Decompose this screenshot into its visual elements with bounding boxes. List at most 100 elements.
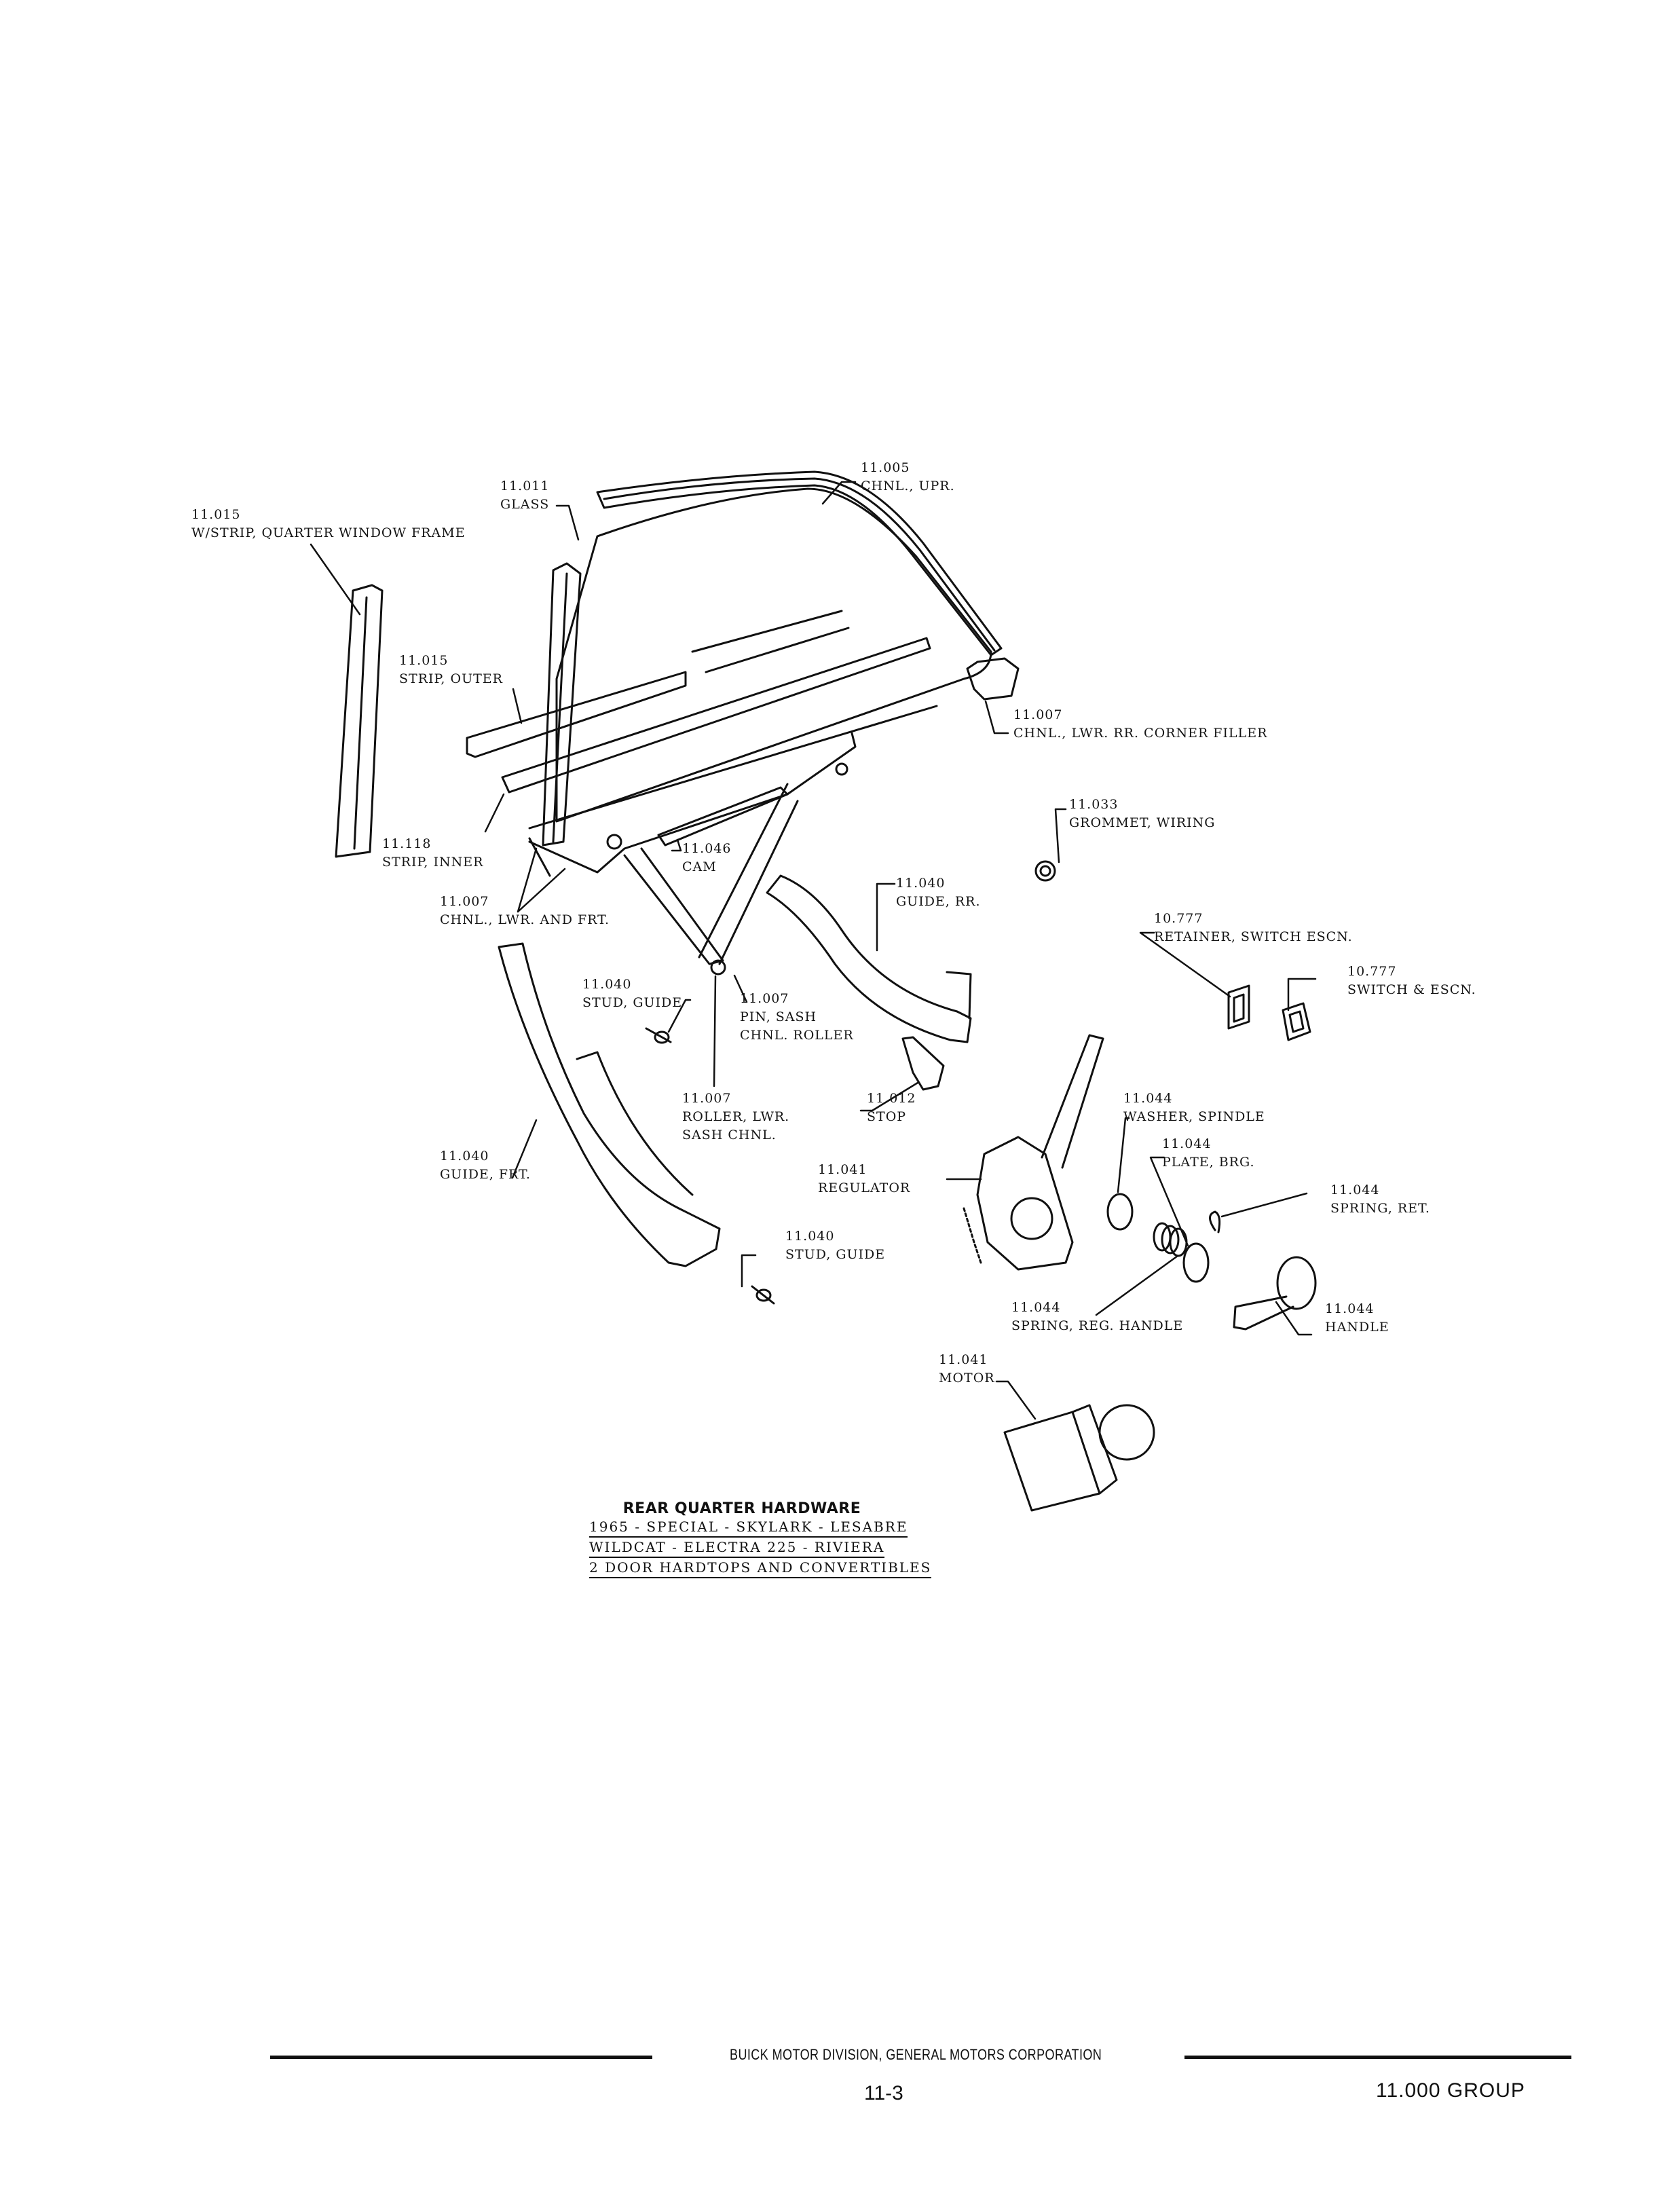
callout-regulator: 11.041 REGULATOR [818, 1161, 910, 1197]
upper-channel-part [596, 470, 1003, 656]
part-name: SPRING, RET. [1330, 1201, 1430, 1216]
part-name: SWITCH & ESCN. [1347, 982, 1476, 997]
part-number: 10.777 [1154, 911, 1203, 926]
part-number: 11.044 [1162, 1136, 1212, 1151]
callout-pin-sash-channel-roller: 11.007 PIN, SASH CHNL. ROLLER [740, 990, 854, 1045]
part-name: W/STRIP, QUARTER WINDOW FRAME [191, 525, 466, 540]
stop-part [901, 1036, 945, 1091]
part-number: 11.015 [399, 653, 449, 668]
part-name: STRIP, OUTER [399, 671, 503, 686]
corner-filler-part [966, 657, 1020, 701]
part-name: STOP [867, 1109, 907, 1124]
part-number: 11.007 [1013, 707, 1063, 722]
part-name-line2: CHNL. ROLLER [740, 1028, 854, 1043]
part-number: 11.015 [191, 507, 241, 522]
part-name: STUD, GUIDE [582, 995, 683, 1010]
window-handle-part [1233, 1256, 1317, 1331]
callout-roller-lower-sash-channel: 11.007 ROLLER, LWR. SASH CHNL. [682, 1090, 789, 1145]
callout-stud-guide-upper: 11.040 STUD, GUIDE [582, 976, 682, 1012]
callout-switch-escutcheon: 10.777 SWITCH & ESCN. [1347, 963, 1476, 999]
part-name: RETAINER, SWITCH ESCN. [1154, 929, 1353, 944]
strip-inner-part [501, 637, 938, 877]
callout-retainer-switch-escutcheon: 10.777 RETAINER, SWITCH ESCN. [1154, 910, 1353, 946]
part-number: 11.041 [939, 1352, 988, 1367]
callout-strip-outer: 11.015 STRIP, OUTER [399, 652, 503, 688]
footer-publisher: BUICK MOTOR DIVISION, GENERAL MOTORS COR… [730, 2046, 1102, 2063]
callout-spring-retainer: 11.044 SPRING, RET. [1330, 1181, 1430, 1218]
footer-rule-left [270, 2056, 652, 2059]
part-number: 11.040 [582, 977, 632, 992]
footer-page-number: 11-3 [864, 2082, 903, 2104]
part-name: CHNL., LWR. AND FRT. [440, 912, 610, 927]
diagram-subtitle-line-3: 2 DOOR HARDTOPS AND CONVERTIBLES [589, 1558, 932, 1578]
part-name: HANDLE [1325, 1320, 1389, 1335]
part-name: CAM [682, 859, 717, 874]
sash-arm-part [606, 762, 848, 976]
part-number: 11.046 [682, 841, 732, 856]
part-number: 11.040 [896, 876, 946, 891]
callout-corner-filler: 11.007 CHNL., LWR. RR. CORNER FILLER [1013, 706, 1267, 743]
part-number: 11.007 [740, 991, 789, 1006]
part-number: 11.005 [861, 460, 910, 475]
diagram-title-block: REAR QUARTER HARDWARE 1965 - SPECIAL - S… [589, 1500, 942, 1578]
part-number: 11.007 [440, 894, 489, 909]
callout-strip-inner: 11.118 STRIP, INNER [382, 835, 483, 872]
part-number: 11.044 [1011, 1300, 1061, 1315]
part-number: 11.007 [682, 1091, 732, 1106]
callout-spring-reg-handle: 11.044 SPRING, REG. HANDLE [1011, 1299, 1183, 1335]
footer-rule-right [1184, 2056, 1571, 2059]
part-name: PIN, SASH [740, 1009, 817, 1024]
washer-spindle-part [1106, 1193, 1134, 1231]
callout-channel-lower-front: 11.007 CHNL., LWR. AND FRT. [440, 893, 610, 929]
callout-leader-lines [310, 481, 1317, 1420]
part-number: 11.033 [1069, 797, 1119, 812]
part-number: 11.040 [785, 1229, 835, 1244]
callout-stud-guide-lower: 11.040 STUD, GUIDE [785, 1227, 885, 1264]
spring-reg-handle-part [1153, 1222, 1188, 1257]
callout-guide-rear: 11.040 GUIDE, RR. [896, 874, 981, 911]
part-name: CHNL., LWR. RR. CORNER FILLER [1013, 726, 1268, 741]
callout-stop: 11.012 STOP [867, 1090, 916, 1126]
part-number: 11.041 [818, 1162, 867, 1177]
diagram-subtitle-line-1: 1965 - SPECIAL - SKYLARK - LESABRE [589, 1517, 908, 1538]
part-name: PLATE, BRG. [1162, 1155, 1255, 1170]
part-name: STRIP, INNER [382, 855, 484, 870]
spring-retainer-part [1209, 1210, 1221, 1233]
part-name: SPRING, REG. HANDLE [1011, 1318, 1184, 1333]
part-name: ROLLER, LWR. [682, 1109, 790, 1124]
callout-cam: 11.046 CAM [682, 840, 731, 876]
vertical-channel-part [542, 562, 582, 847]
grommet-part [1034, 860, 1056, 882]
part-name: CHNL., UPR. [861, 479, 955, 494]
diagram-subtitle-line-2: WILDCAT - ELECTRA 225 - RIVIERA [589, 1538, 885, 1558]
part-number: 11.011 [500, 479, 550, 494]
part-name: MOTOR [939, 1371, 995, 1386]
part-name-line2: SASH CHNL. [682, 1128, 777, 1142]
callout-handle: 11.044 HANDLE [1325, 1300, 1389, 1337]
part-number: 10.777 [1347, 964, 1397, 979]
part-number: 11.044 [1325, 1301, 1375, 1316]
part-name: GUIDE, FRT. [440, 1167, 531, 1182]
callout-motor: 11.041 MOTOR [939, 1351, 995, 1388]
callout-plate-bearing: 11.044 PLATE, BRG. [1162, 1135, 1255, 1172]
part-name: GLASS [500, 497, 550, 512]
switch-retainer-part [1227, 984, 1250, 1030]
part-number: 11.118 [382, 836, 432, 851]
callout-guide-front: 11.040 GUIDE, FRT. [440, 1147, 531, 1184]
part-name: WASHER, SPINDLE [1123, 1109, 1265, 1124]
part-name: REGULATOR [818, 1181, 911, 1195]
callout-channel-upper: 11.005 CHNL., UPR. [861, 459, 955, 496]
part-number: 11.040 [440, 1149, 489, 1164]
strip-outer-part [466, 671, 687, 758]
diagram-title: REAR QUARTER HARDWARE [622, 1500, 861, 1517]
part-name: STUD, GUIDE [785, 1247, 886, 1262]
part-number: 11.012 [867, 1091, 916, 1106]
guide-front-part [498, 942, 721, 1267]
motor-part [1003, 1404, 1155, 1512]
stud-guide-part [645, 1027, 672, 1044]
part-number: 11.044 [1330, 1183, 1380, 1197]
glass-part [555, 487, 992, 823]
callout-glass: 11.011 GLASS [500, 477, 549, 514]
part-name: GUIDE, RR. [896, 894, 981, 909]
